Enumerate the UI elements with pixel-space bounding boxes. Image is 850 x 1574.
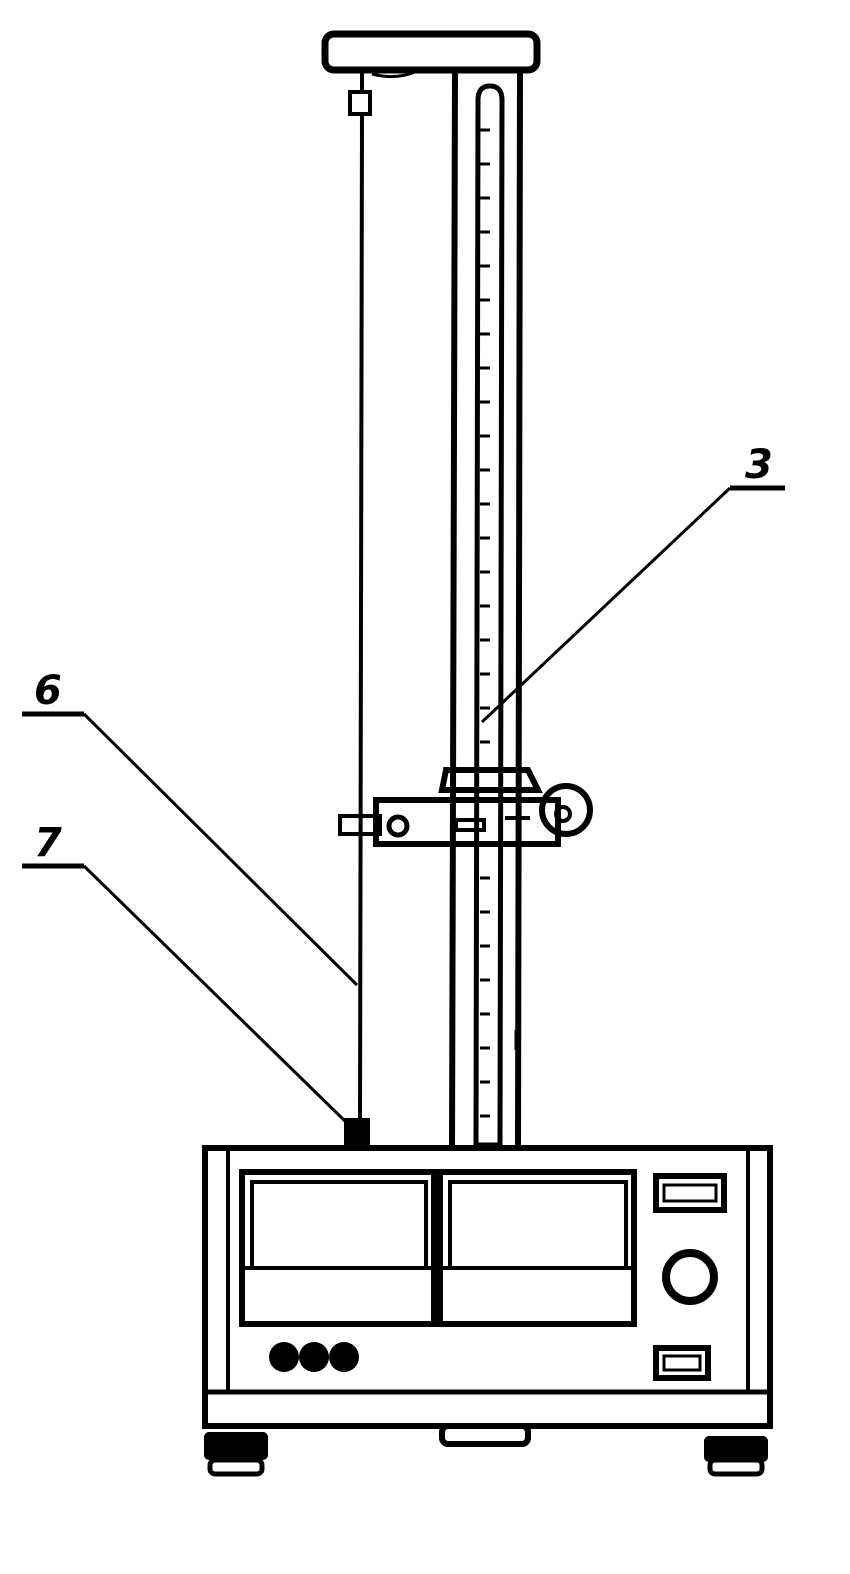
indicator-lights <box>269 1342 359 1372</box>
crosshead-carriage <box>338 767 593 847</box>
control-switch-bottom <box>653 1345 711 1381</box>
callout-6: 6 <box>22 668 359 987</box>
main-column <box>449 69 523 1151</box>
top-hook <box>348 70 416 116</box>
callout-label-6: 6 <box>34 668 62 714</box>
cable-line <box>358 113 364 1123</box>
callout-label-3: 3 <box>745 442 773 488</box>
scale-ticks <box>480 128 490 1118</box>
control-switch-top <box>653 1173 727 1213</box>
callout-label-7: 7 <box>34 820 62 866</box>
control-knob <box>662 1249 718 1305</box>
callout-3: 3 <box>480 442 785 724</box>
callout-7: 7 <box>22 820 350 1126</box>
top-cap <box>321 30 541 74</box>
base-feet <box>204 1423 768 1477</box>
control-base <box>202 1145 773 1429</box>
left-display-panel <box>239 1169 437 1327</box>
scale-bar <box>473 83 520 1148</box>
right-display-panel <box>437 1169 637 1327</box>
